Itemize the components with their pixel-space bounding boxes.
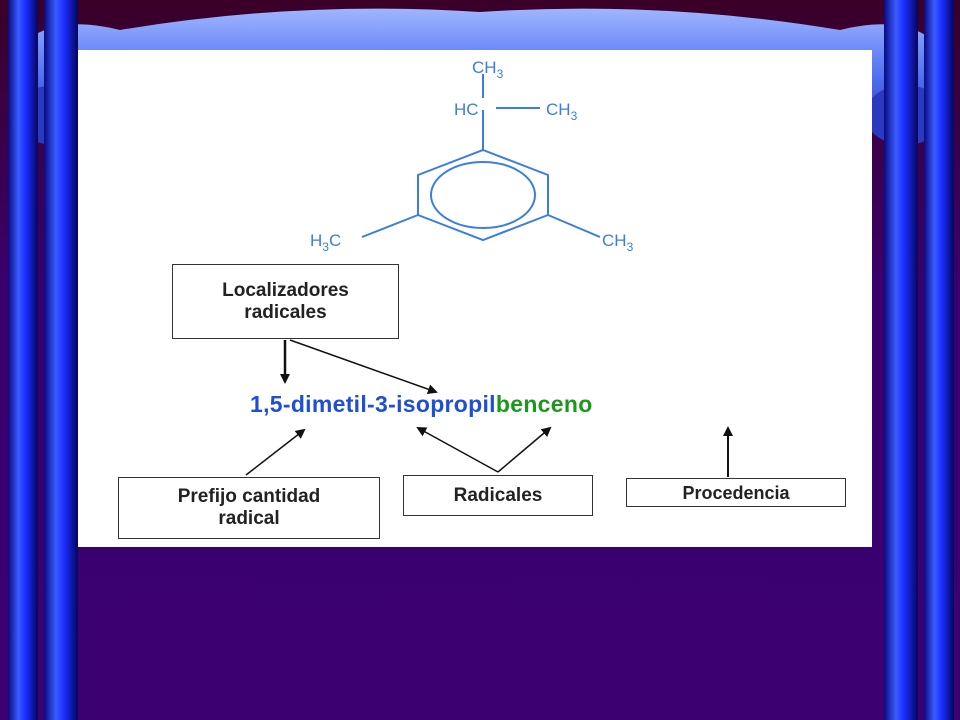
- box-localizadores-radicales: Localizadores radicales: [172, 264, 399, 339]
- box-radicales: Radicales: [403, 475, 593, 516]
- right-pole-inner: [884, 0, 918, 720]
- benzene-ring: [417, 148, 549, 242]
- bonds: [361, 74, 601, 238]
- arrow-localizadores-to-3: [289, 339, 438, 395]
- compound-name-parent: benceno: [495, 391, 593, 417]
- compound-name: 1,5-dimetil-3-isopropilbenceno: [250, 391, 593, 418]
- top-drape: [10, 8, 950, 151]
- box-localizadores-line1: Localizadores: [222, 279, 349, 301]
- box-localizadores-line2: radicales: [244, 301, 327, 323]
- bond-ring-to-h3c: [361, 214, 419, 238]
- arrow-prefijo-to-di: [245, 428, 306, 476]
- box-prefijo-line1: Prefijo cantidad: [177, 486, 321, 507]
- label-ch3-right: CH3: [546, 100, 578, 123]
- diagram-panel: CH3 HC CH3 H3C CH3 Localizadores radical…: [78, 50, 872, 547]
- left-pole-inner: [44, 0, 78, 720]
- diagram-svg: CH3 HC CH3 H3C CH3: [245, 58, 733, 477]
- arrow-radicales-to-isopropil: [497, 426, 552, 473]
- box-procedencia-label: Procedencia: [682, 482, 790, 503]
- right-pole-outer: [924, 0, 954, 720]
- box-prefijo-line2: radical: [218, 508, 280, 529]
- box-prefijo-cantidad-radical: Prefijo cantidad radical: [118, 477, 380, 539]
- label-ch3-bottom-right: CH3: [602, 231, 634, 254]
- bond-ring-to-ch3: [547, 214, 601, 238]
- label-hc: HC: [454, 100, 479, 119]
- label-h3c-left: H3C: [310, 231, 341, 254]
- box-procedencia: Procedencia: [626, 478, 846, 507]
- left-pole-outer: [8, 0, 38, 720]
- label-ch3-top: CH3: [472, 58, 504, 81]
- box-radicales-label: Radicales: [453, 484, 543, 506]
- arrow-radicales-to-metil: [416, 427, 499, 473]
- compound-name-substituents: 1,5-dimetil-3-isopropil: [250, 391, 496, 417]
